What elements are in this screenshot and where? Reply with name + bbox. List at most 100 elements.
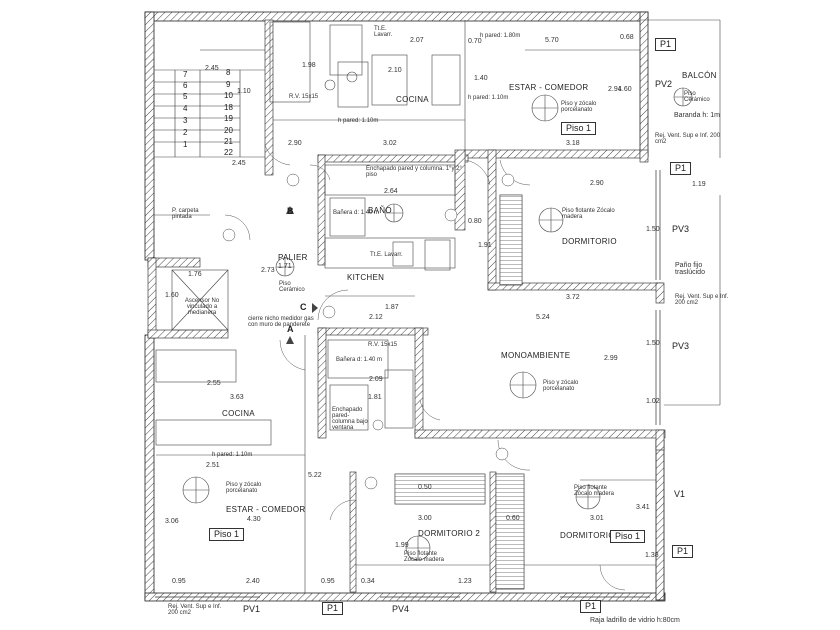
- light-fixtures: [182, 71, 693, 561]
- stair-step: 6: [183, 81, 188, 90]
- interior-walls: [147, 19, 666, 593]
- note-banera-top: Bañera d: 1.40 m: [333, 210, 380, 216]
- tag-p1-top: P1: [655, 38, 677, 51]
- note-banera-mono: Bañera d: 1.40 m: [336, 357, 383, 363]
- dim-label: 2.45: [205, 65, 219, 72]
- tag-p1-bottom-a: P1: [322, 602, 344, 615]
- note-h-pared-110-cocina: h pared: 1.10m: [338, 118, 379, 124]
- note-rej-vent-top: Rej. Vent. Sup e Inf. 200 cm2: [655, 133, 721, 145]
- stair-step: 9: [226, 80, 231, 89]
- room-label-bano: BAÑO: [368, 206, 392, 215]
- direction-markers: [286, 206, 318, 344]
- note-enchapado-mono: Enchapado pared-columna bajo ventana: [332, 407, 368, 431]
- dim-label: 1.76: [188, 271, 202, 278]
- dim-label: 2.99: [604, 355, 618, 362]
- note-piso-flotante-d2: Piso flotante Zócalo madera: [404, 551, 445, 563]
- room-label-cocina-bottom: COCINA: [222, 409, 255, 418]
- room-label-kitchen: KITCHEN: [347, 273, 385, 282]
- tag-piso1-top: Piso 1: [561, 122, 597, 135]
- room-label-estar-comedor-bottom: ESTAR - COMEDOR: [226, 505, 306, 514]
- room-label-dormitorio: DORMITORIO: [562, 237, 617, 246]
- dim-label: 0.80: [468, 218, 482, 225]
- note-piso-flotante-d1: Piso flotante Zócalo madera: [574, 485, 615, 497]
- tag-p1-right-bottom: P1: [672, 545, 694, 558]
- tag-a: A: [287, 324, 294, 334]
- dim-label: 2.73: [261, 267, 275, 274]
- dim-label: 5.24: [536, 314, 550, 321]
- stair-treads: [394, 194, 525, 590]
- tag-b: B: [287, 206, 294, 216]
- dim-label: 5.22: [308, 472, 322, 479]
- dim-label: 0.50: [418, 484, 432, 491]
- stair-step: 18: [224, 103, 233, 112]
- dim-label: 2.09: [369, 376, 383, 383]
- note-piso-ceramico-balcon: Piso Cerámico: [684, 91, 710, 103]
- dim-label: 2.10: [388, 67, 402, 74]
- stair-step: 20: [224, 126, 233, 135]
- dim-label: 1.50: [646, 340, 660, 347]
- note-rej-vent-bottom: Rej. Vent. Sup e Inf. 200 cm2: [168, 604, 222, 616]
- wall-left-upper: [144, 11, 155, 261]
- stair-step: 2: [183, 128, 188, 137]
- dim-label: 2.90: [288, 140, 302, 147]
- dim-label: 2.55: [207, 380, 221, 387]
- dim-label: 2.40: [246, 578, 260, 585]
- note-rv-top: R.V. 15x15: [289, 94, 319, 100]
- stair-step: 21: [224, 137, 233, 146]
- dim-label: 3.41: [636, 504, 650, 511]
- note-ascensor: Ascensor No vinculado a medianera: [184, 298, 220, 316]
- dim-label: 3.18: [566, 140, 580, 147]
- dim-label: 2.64: [384, 188, 398, 195]
- dim-label: 2.45: [232, 160, 246, 167]
- note-piso-zocalo-bottom: Piso y zócalo porcelanato: [226, 482, 262, 494]
- dim-label: 1.60: [165, 292, 179, 299]
- wall-right-lower: [655, 439, 665, 601]
- dim-label: 4.30: [247, 516, 261, 523]
- note-piso-zocalo-mono: Piso y zócalo porcelanato: [543, 380, 579, 392]
- dim-label: 2.07: [410, 37, 424, 44]
- stair-step: 8: [226, 68, 231, 77]
- dim-label: 2.12: [369, 314, 383, 321]
- tag-pv3-a: PV3: [672, 224, 690, 234]
- dim-label: 3.06: [165, 518, 179, 525]
- room-label-palier: PALIER: [278, 253, 308, 262]
- dim-label: 1.50: [646, 226, 660, 233]
- dim-label: 1.81: [368, 394, 382, 401]
- note-h-pared-180: h pared: 1.80m: [480, 33, 521, 39]
- stair-step: 19: [224, 114, 233, 123]
- tag-p1-bottom-b: P1: [580, 600, 602, 613]
- dim-label: 0.95: [172, 578, 186, 585]
- note-h-pared-110-top: h pared: 1.10m: [468, 95, 509, 101]
- dim-label: 5.70: [545, 37, 559, 44]
- stair-step: 4: [183, 104, 188, 113]
- dim-label: 0.70: [468, 38, 482, 45]
- dim-label: 1.02: [646, 398, 660, 405]
- dim-label: 1.98: [302, 62, 316, 69]
- note-piso-ceramico-palier: Piso Cerámico: [279, 281, 305, 293]
- room-label-monoambiente: MONOAMBIENTE: [501, 351, 571, 360]
- window-symbols: [155, 170, 661, 598]
- tag-c: C: [300, 302, 307, 312]
- dim-label: 1.19: [692, 181, 706, 188]
- room-label-dormitorio-2: DORMITORIO 2: [418, 529, 481, 538]
- dim-label: 0.95: [321, 578, 335, 585]
- small-markers: [222, 173, 515, 490]
- dim-label: 3.02: [383, 140, 397, 147]
- dim-label: 1.91: [478, 242, 492, 249]
- note-cierre-nicho: cierre nicho medidor gas con muro de pan…: [248, 316, 314, 328]
- dim-label: 0.34: [361, 578, 375, 585]
- main-stair: [154, 49, 265, 157]
- note-pano-fijo: Paño fijo traslúcido: [675, 262, 705, 276]
- stair-step: 5: [183, 92, 188, 101]
- note-rv-mono: R.V. 15x15: [368, 342, 398, 348]
- dim-label: 1.87: [385, 304, 399, 311]
- dim-label: 1.60: [618, 86, 632, 93]
- thin-lines: [154, 19, 721, 593]
- note-raja-ladrillo: Raja ladrillo de vidrio h:80cm: [590, 617, 680, 624]
- tag-pv3-b: PV3: [672, 341, 690, 351]
- dim-label: 2.94: [608, 86, 622, 93]
- note-rej-vent-right: Rej. Vent. Sup e Inf. 200 cm2: [675, 294, 729, 306]
- tag-pv4: PV4: [392, 604, 410, 614]
- dim-label: 3.72: [566, 294, 580, 301]
- dim-label: 2.90: [590, 180, 604, 187]
